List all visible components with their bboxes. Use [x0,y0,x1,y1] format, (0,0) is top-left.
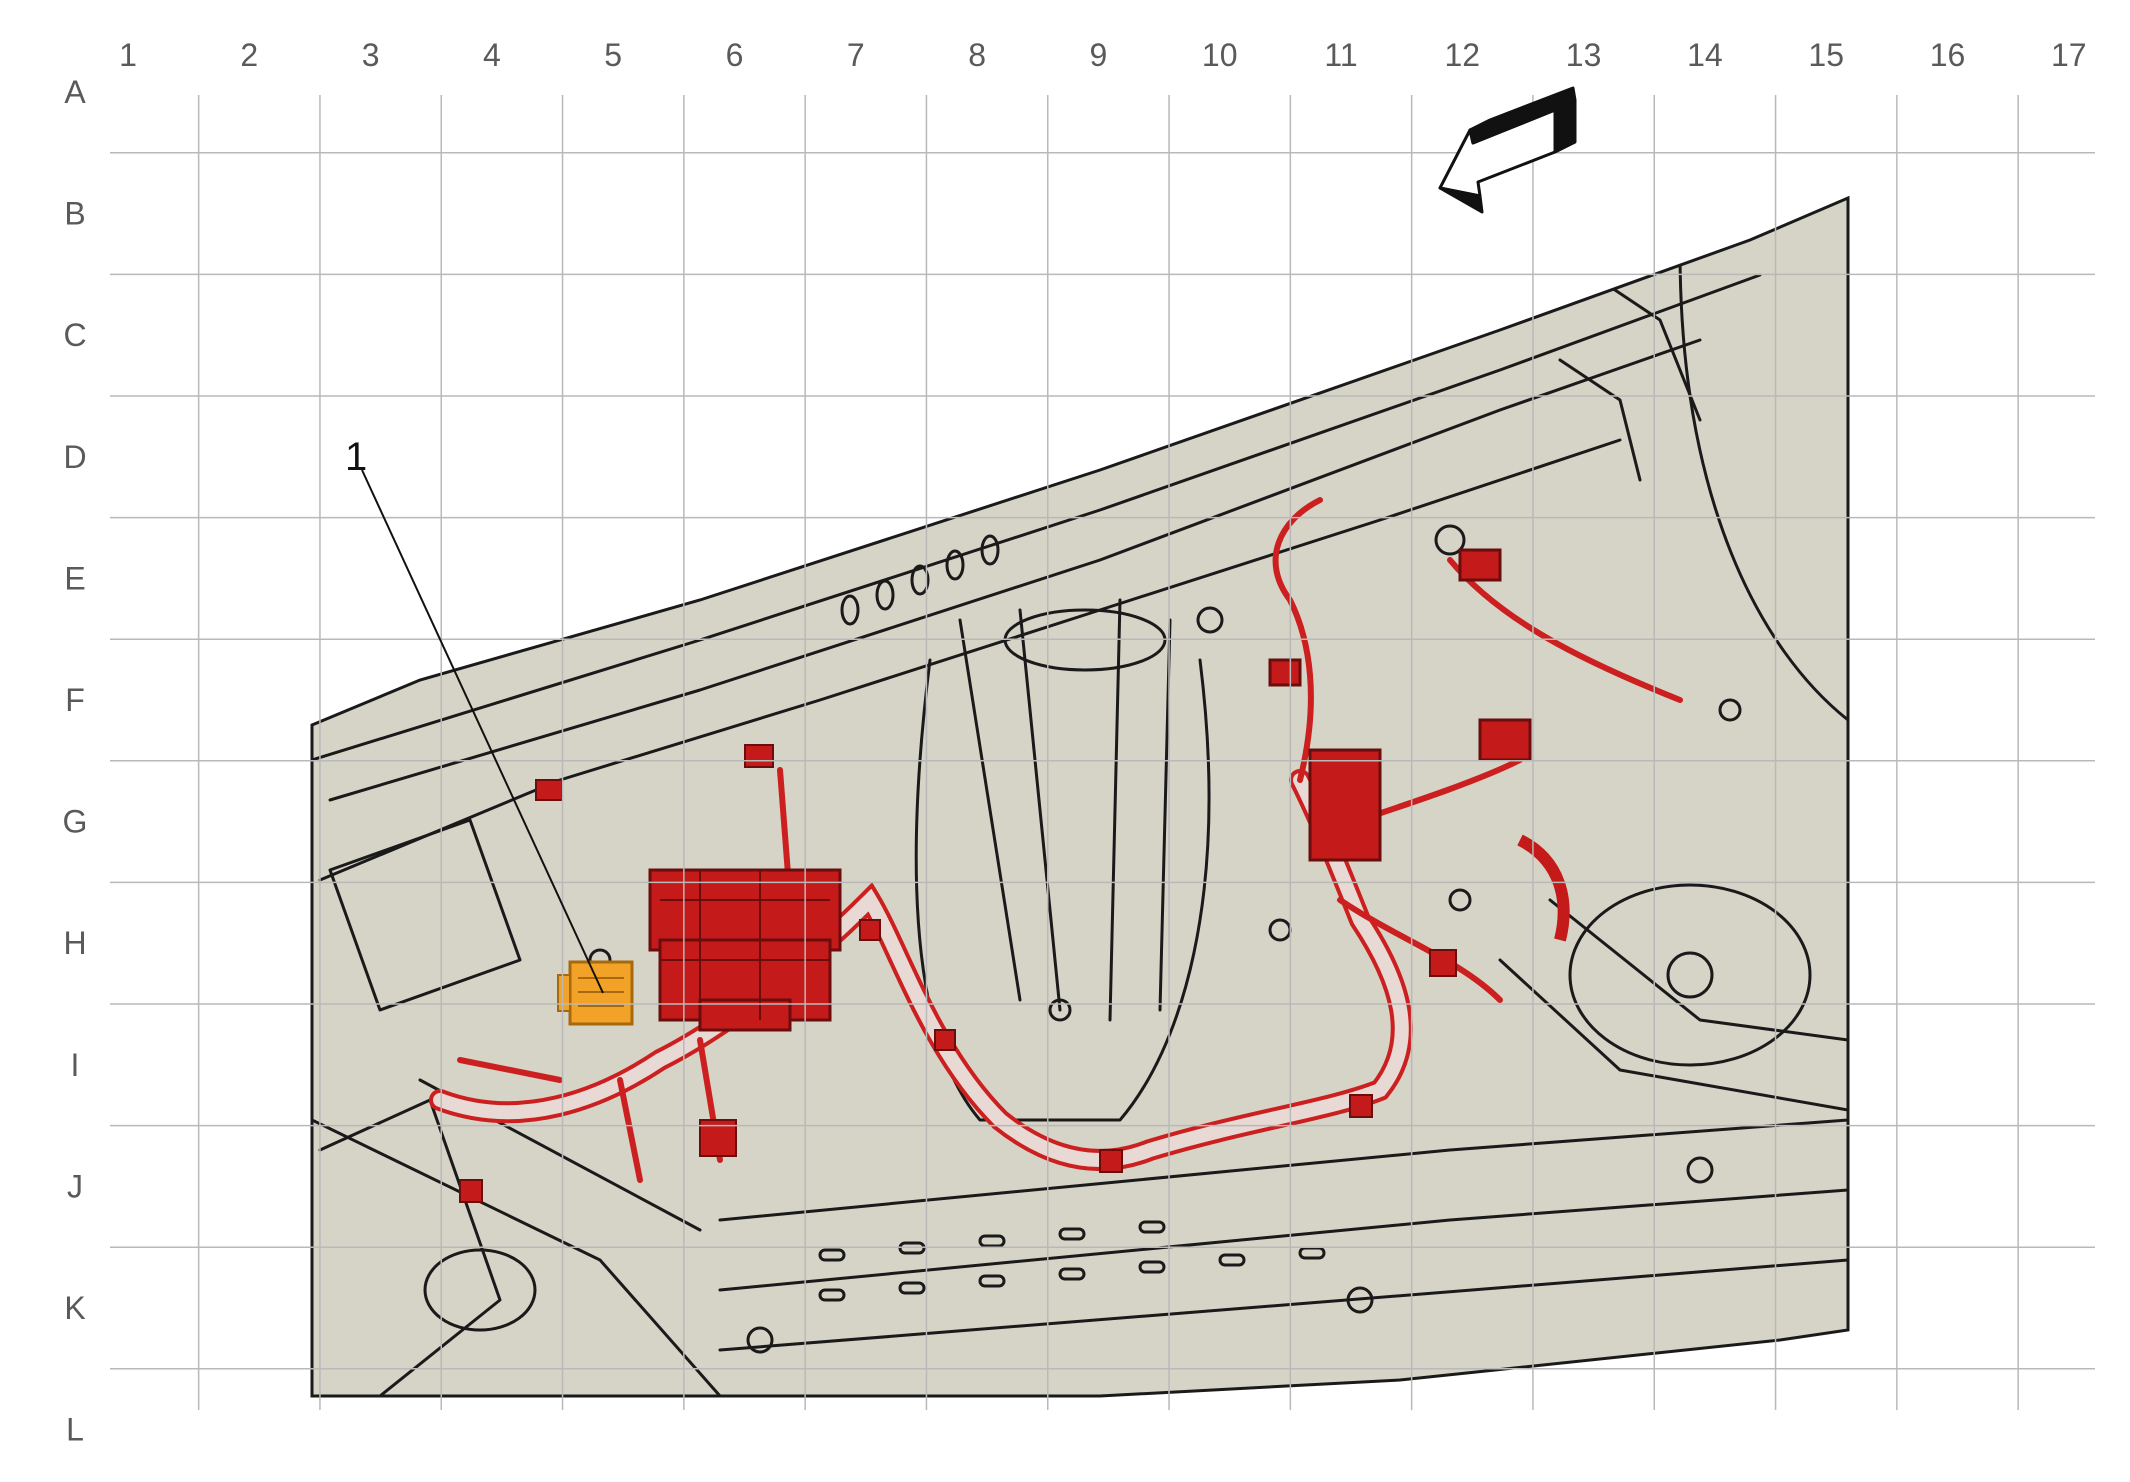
grid-row-label: F [65,682,85,718]
grid-row-label: A [64,74,86,110]
callout-1: 1 [345,435,604,994]
strut-tower [1003,608,1167,672]
grid-column-label: 1 [119,37,137,73]
callout-number: 1 [345,435,367,479]
grid-column-label: 13 [1566,37,1602,73]
grid-row-label: I [71,1047,80,1083]
mount-bolt-right [1666,951,1714,999]
wheel-arch [1678,248,1848,722]
grid-column-label: 7 [847,37,865,73]
wiring-harness [429,497,1683,1203]
grid-column-label: 17 [2051,37,2087,73]
front-crossmember [718,1118,1848,1352]
grid-column-label: 3 [362,37,380,73]
grid-row-label: C [63,317,86,353]
grid-row-label: E [64,560,85,596]
cowl-line [318,438,1622,882]
grid-column-label: 9 [1090,37,1108,73]
highlighted-connector [557,960,634,1026]
hood-hinge [1558,278,1702,482]
underhood-fuse-block [648,868,842,1032]
strut-brace [958,598,1172,1022]
callout-leader-line [361,469,604,994]
fender-inner-edge [328,338,1702,802]
harness-main-trunk-core [433,773,1409,1167]
grid-column-label: 4 [483,37,501,73]
grid-row-label: D [63,439,86,475]
grid-column-label: 11 [1324,37,1357,73]
grid-row-label: L [66,1412,84,1448]
strut-body [914,658,1211,1122]
grid-row-labels: A B C D E F G H I J K L [63,74,88,1448]
grid-column-label: 5 [604,37,622,73]
direction-arrow-icon [1438,86,1577,214]
harness-branch-left [457,767,793,1183]
grid-row-label: H [63,925,86,961]
left-mount [423,1248,537,1332]
engine-compartment-panel [310,195,1850,1398]
grid-column-label: 10 [1202,37,1238,73]
grid-row-label: J [67,1168,83,1204]
battery-tray [328,818,522,1012]
grid-row-label: K [64,1290,85,1326]
radiator-support [1498,898,1848,1112]
grid-row-label: G [63,804,88,840]
grid-column-label: 16 [1930,37,1966,73]
grid-column-label: 12 [1445,37,1481,73]
cowl-slots [840,534,1000,626]
fasteners [588,524,1742,1354]
grid-column-label: 15 [1808,37,1844,73]
grid-column-label: 6 [726,37,744,73]
grid-row-label: B [64,196,85,232]
grid-column-label: 2 [240,37,258,73]
grid-column-label: 14 [1687,37,1723,73]
fender-edge [312,273,1762,762]
crossmember-slots [818,1220,1326,1302]
grid-column-label: 8 [968,37,986,73]
panel-background [310,195,1850,1398]
headlamp-housing [1568,883,1812,1067]
